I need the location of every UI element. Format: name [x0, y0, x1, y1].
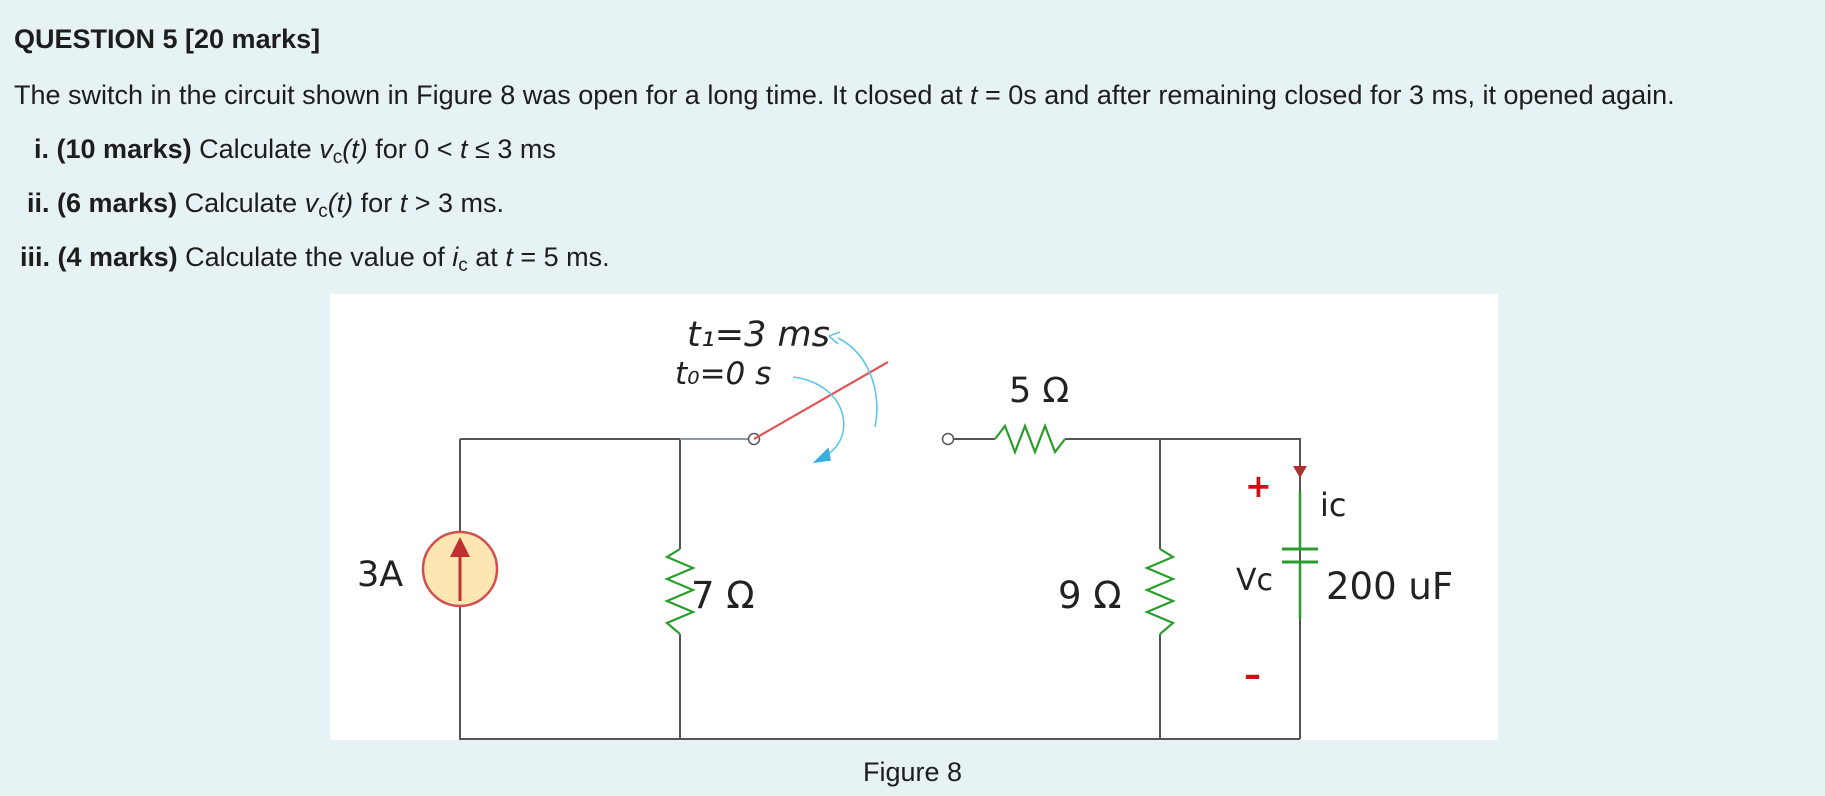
part-var-tail: (t) [327, 188, 354, 218]
part-marks: (4 marks) [57, 242, 178, 272]
part-t: t [460, 134, 468, 164]
intro-text-1: The switch in the circuit shown in Figur… [14, 80, 970, 110]
open-arrow-icon [828, 331, 841, 345]
part-text: Calculate the value of [177, 242, 453, 272]
label-5ohm: 5 Ω [1009, 371, 1069, 411]
intro-t: t [969, 80, 978, 110]
part-sub: c [458, 255, 468, 276]
part-var: v [319, 134, 333, 164]
part-text: for [353, 188, 400, 218]
part-ii: ii. (6 marks) Calculate vc(t) for t > 3 … [27, 188, 504, 222]
part-t: t [399, 188, 408, 218]
part-number: i. [34, 134, 50, 164]
part-text: Calculate [191, 134, 320, 164]
label-9ohm: 9 Ω [1058, 574, 1122, 617]
figure-caption: Figure 8 [862, 757, 963, 787]
close-arrow-icon [812, 447, 831, 464]
capacitor [1282, 492, 1318, 619]
switch-motion-arrows [792, 331, 878, 464]
part-text: > 3 ms. [407, 188, 504, 218]
part-var-tail: (t) [342, 134, 368, 164]
switch-blade [753, 361, 889, 440]
part-text: ≤ 3 ms [467, 134, 556, 164]
current-source [421, 530, 499, 608]
intro-text-2: = 0s and after remaining closed for 3 ms… [977, 80, 1675, 110]
label-3a: 3A [357, 555, 403, 595]
part-t: t [505, 242, 513, 272]
label-minus: – [1244, 655, 1261, 695]
part-text: at [467, 242, 506, 272]
question-intro: The switch in the circuit shown in Figur… [14, 80, 1675, 111]
circuit-diagram: t₁=3 ms t₀=0 s 5 Ω 7 Ω 9 Ω 3A ic Vc 200 … [357, 315, 1453, 740]
part-var: i [452, 242, 459, 272]
up-arrow-icon [450, 537, 470, 557]
close-arc [792, 376, 845, 460]
part-iii: iii. (4 marks) Calculate the value of ic… [20, 242, 610, 276]
resistor-5ohm [994, 422, 1066, 456]
question-heading: QUESTION 5 [20 marks] [14, 24, 321, 54]
part-var: v [304, 188, 319, 218]
label-switch-close-time: t₀=0 s [675, 356, 771, 392]
switch [680, 361, 995, 446]
part-text: = 5 ms. [512, 242, 610, 272]
label-ic: ic [1320, 486, 1346, 524]
part-sub: c [318, 201, 328, 222]
part-marks: (6 marks) [57, 188, 178, 218]
resistor-7ohm [664, 548, 696, 635]
part-number: ii. [27, 188, 50, 218]
part-sub: c [332, 147, 343, 168]
open-arc [837, 337, 878, 428]
switch-terminal-right [941, 432, 955, 446]
part-marks: (10 marks) [56, 134, 192, 164]
label-capacitor: 200 uF [1326, 565, 1453, 608]
label-switch-open-time: t₁=3 ms [687, 315, 830, 355]
label-7ohm: 7 Ω [691, 574, 755, 617]
label-plus: + [1245, 467, 1272, 505]
part-text: for 0 < [367, 134, 460, 164]
part-text: Calculate [177, 188, 305, 218]
resistor-9ohm [1144, 548, 1176, 635]
circuit-figure: t₁=3 ms t₀=0 s 5 Ω 7 Ω 9 Ω 3A ic Vc 200 … [330, 294, 1498, 740]
label-vc: Vc [1236, 563, 1273, 598]
circuit-wires [459, 438, 1301, 740]
part-i: i. (10 marks) Calculate vc(t) for 0 < t … [34, 134, 556, 168]
part-number: iii. [20, 242, 51, 272]
current-arrow-icon [1293, 466, 1307, 478]
bottom-wire [459, 439, 1300, 740]
